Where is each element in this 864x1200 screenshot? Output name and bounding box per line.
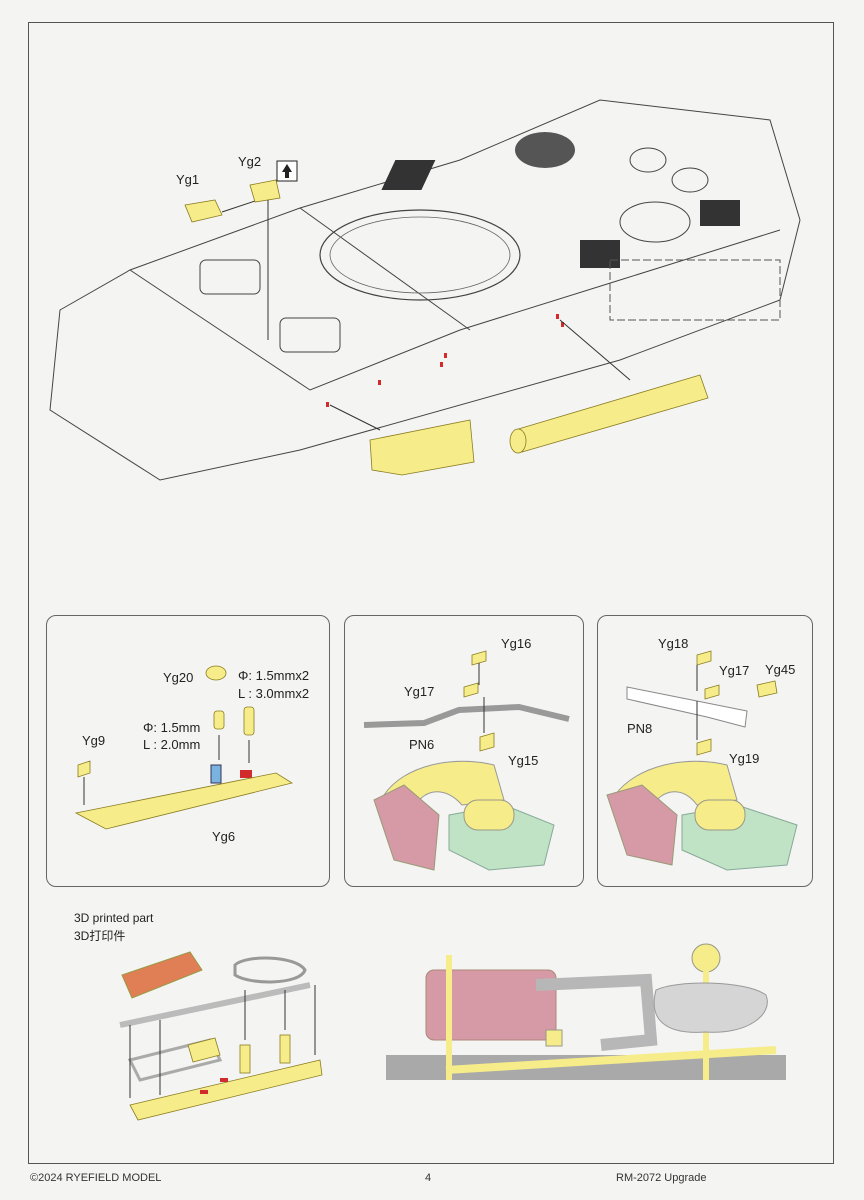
part-label-yg9: Yg9 (82, 733, 106, 748)
hull-outline (49, 99, 801, 481)
footer-copyright: ©2024 RYEFIELD MODEL (30, 1172, 162, 1184)
turret-ring (319, 209, 521, 301)
note-3d-printed-en: 3D printed part (74, 911, 154, 925)
part-label-yg2: Yg2 (238, 154, 262, 169)
dim-a-diameter: Φ: 1.5mmx2 (238, 668, 310, 683)
note-3d-printed-zh: 3D打印件 (74, 929, 126, 943)
part-label-yg20: Yg20 (163, 670, 194, 685)
panel1-drawing (74, 665, 294, 830)
part-label-pn8: PN8 (627, 721, 653, 736)
footer-page-number: 4 (425, 1172, 432, 1184)
dim-b-length: L : 2.0mm (143, 737, 201, 752)
page-frame (28, 22, 834, 1164)
part-label-yg16: Yg16 (501, 636, 532, 651)
hatch-2 (279, 317, 341, 353)
part-label-yg18: Yg18 (658, 636, 689, 651)
part-label-yg17: Yg17 (404, 684, 435, 699)
yg2-part (249, 179, 281, 203)
dim-a-length: L : 3.0mmx2 (238, 686, 310, 701)
fan-cover-2 (619, 201, 691, 243)
hull-edge (129, 229, 781, 391)
exploded-assembly (119, 951, 323, 1121)
hull-diagram (49, 99, 801, 481)
hull-seam (299, 207, 471, 331)
yg1-part (184, 199, 223, 223)
part-label-pn6: PN6 (409, 737, 435, 752)
cylinder-part (514, 374, 709, 453)
part-label-yg15: Yg15 (508, 753, 539, 768)
direction-icon (276, 160, 298, 182)
panel3-drawing (606, 650, 798, 871)
panel2-drawing (363, 650, 570, 871)
dim-b-diameter: Φ: 1.5mm (143, 720, 201, 735)
final-assembly (386, 943, 786, 1080)
part-label-yg6: Yg6 (212, 829, 236, 844)
part-label-yg19: Yg19 (729, 751, 760, 766)
part-label-yg45: Yg45 (765, 662, 796, 677)
engine-grill (381, 160, 436, 190)
fan-cover (515, 132, 575, 168)
part-label-yg1: Yg1 (176, 172, 200, 187)
bracket-assembly (369, 419, 475, 476)
part-label-yg17: Yg17 (719, 663, 750, 678)
hatch (199, 259, 261, 295)
engine-grill-2 (580, 240, 620, 268)
track-links (609, 259, 781, 321)
footer-product-code: RM-2072 Upgrade (616, 1172, 707, 1184)
engine-grill-3 (700, 200, 740, 226)
panel-yg6-assembly (46, 615, 330, 887)
red-markers (326, 314, 564, 407)
